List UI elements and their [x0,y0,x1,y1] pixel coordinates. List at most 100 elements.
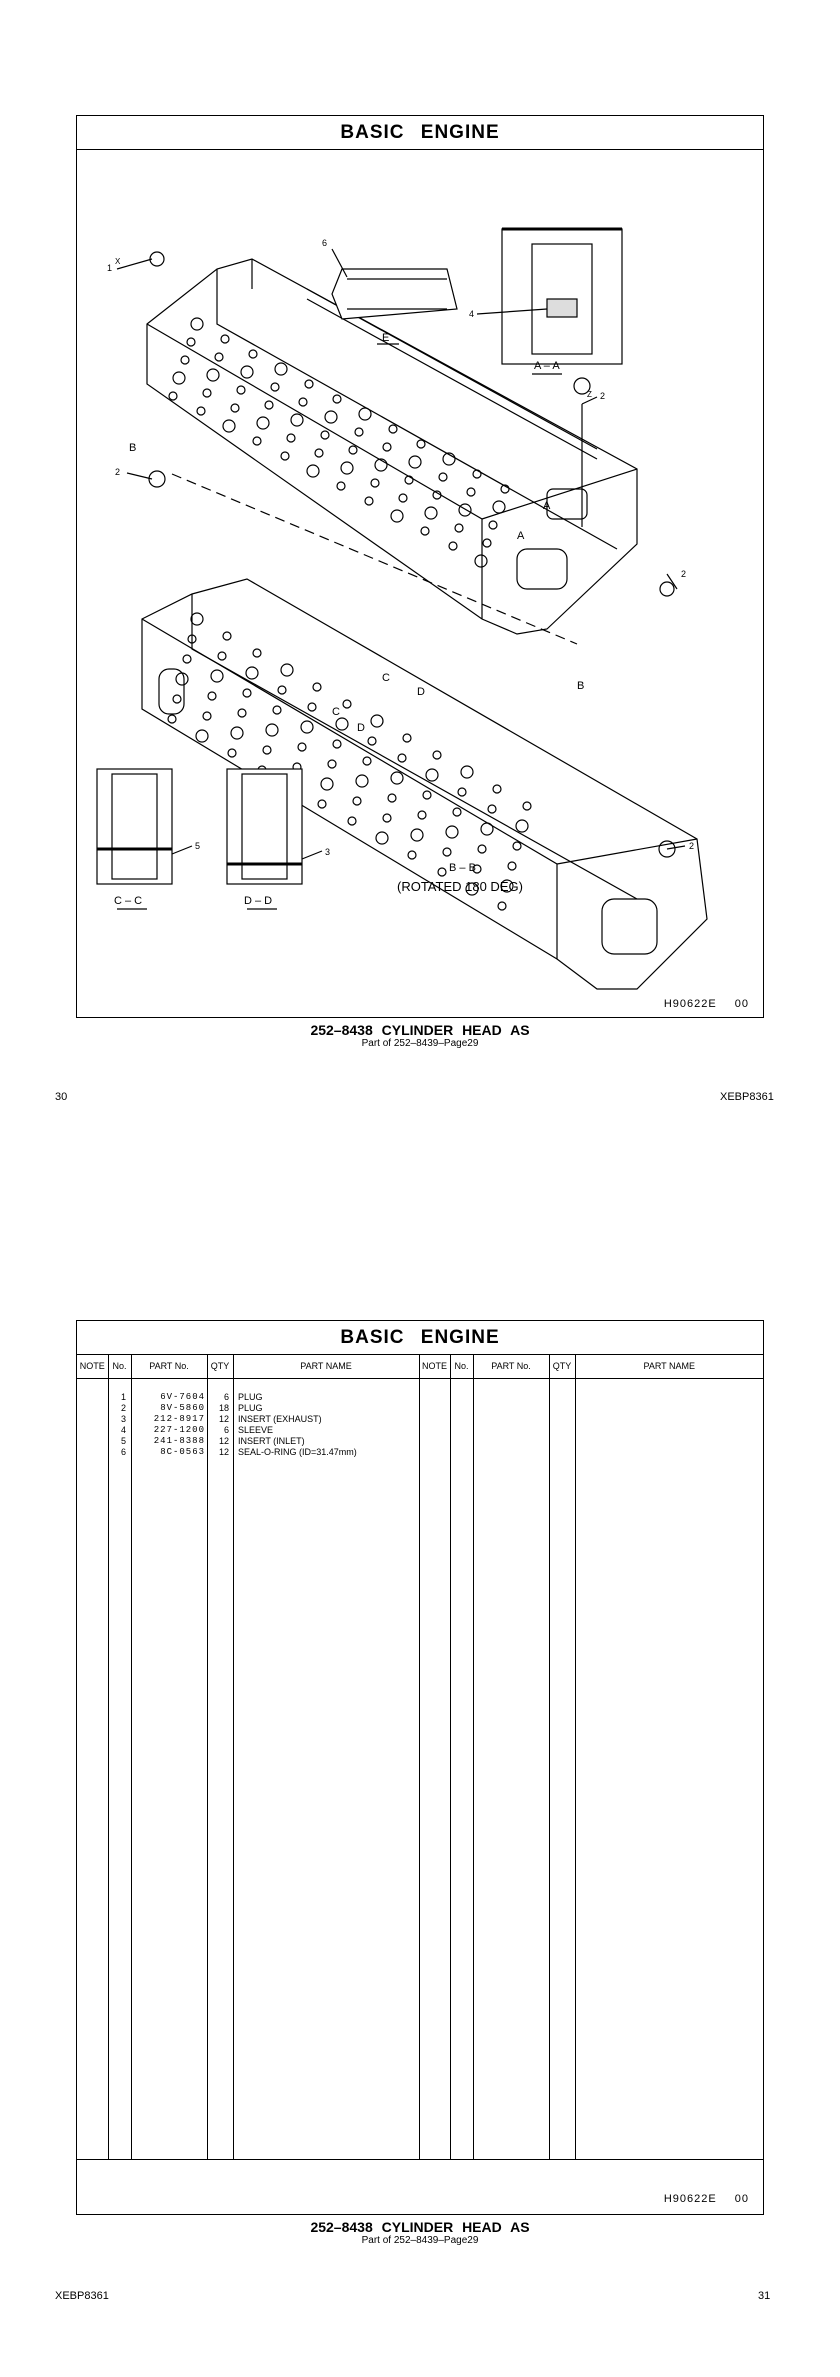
bore-hole [367,736,377,746]
row-part-no: 8V-5860 [160,1403,205,1413]
bore-hole [480,822,494,836]
bore-hole [256,416,270,430]
page-header: BASIC ENGINE [77,116,763,150]
bore-hole [167,714,177,724]
row-part-no: 8C-0563 [160,1447,205,1457]
col-part-name-2: PART NAME [575,1354,763,1379]
label-a1: A [543,500,551,512]
bore-hole [252,436,262,446]
bore-hole [265,723,279,737]
bore-hole [245,666,259,680]
caption-title: 252–8438 CYLINDER HEAD AS [310,2219,530,2235]
bore-hole [297,742,307,752]
bore-hole [410,828,424,842]
bore-hole [474,554,488,568]
bore-hole [280,663,294,677]
table-row: 4 227-1200 6 SLEEVE [77,1425,419,1436]
row-name: INSERT (EXHAUST) [238,1414,322,1424]
bore-hole [460,765,474,779]
bore-hole [317,799,327,809]
parts-table-frame: BASIC ENGINE NOTE No. PART No. QTY PART … [76,1320,764,2215]
table-row: 1 6V-7604 6 PLUG [77,1392,419,1403]
row-qty: 18 [218,1403,229,1413]
label-d1: D [417,686,425,698]
bore-hole [416,439,426,449]
bore-hole [492,500,506,514]
bore-hole [387,793,397,803]
bore-hole [264,400,274,410]
page-header: BASIC ENGINE [77,1321,763,1355]
bore-hole [362,756,372,766]
bore-hole [370,714,384,728]
col-no-2: No. [450,1354,474,1379]
illustration-frame: BASIC ENGINE [76,115,764,1018]
bore-hole [290,413,304,427]
bore-hole [348,445,358,455]
label-2b: 2 [115,467,120,477]
bore-hole [454,523,464,533]
label-4: 4 [469,309,474,319]
bore-hole [477,844,487,854]
label-3: 3 [325,847,330,857]
bore-hole [277,685,287,695]
bore-hole [252,648,262,658]
bore-hole [248,349,258,359]
bore-hole [217,651,227,661]
figure-code: H90622E 00 [663,2193,749,2205]
bore-hole [187,634,197,644]
bore-hole [445,825,459,839]
bore-hole [500,879,514,893]
row-name: INSERT (INLET) [238,1436,305,1446]
bore-hole [262,745,272,755]
col-note: NOTE [77,1354,109,1379]
col-qty-2: QTY [549,1354,576,1379]
upper-cylinder-head [146,258,638,635]
bore-hole [404,475,414,485]
bore-hole [186,337,196,347]
bore-hole [298,397,308,407]
alignment-line [171,473,578,645]
bore-hole [335,717,349,731]
row-part-no: 6V-7604 [160,1392,205,1402]
bore-hole [270,382,280,392]
bore-hole [420,526,430,536]
page-number-left: 30 [55,1091,68,1103]
col-qty: QTY [207,1354,234,1379]
table-row: 3 212-8917 12 INSERT (EXHAUST) [77,1414,419,1425]
bore-hole [320,777,334,791]
bore-hole [306,464,320,478]
bore-hole [382,813,392,823]
bore-hole [314,448,324,458]
bore-hole [442,452,456,466]
bore-hole [196,406,206,416]
bore-hole [390,771,404,785]
bore-hole [332,394,342,404]
caption: 252–8438 CYLINDER HEAD AS Part of 252–84… [0,1022,840,1049]
row-no: 4 [120,1425,126,1435]
row-no: 3 [120,1414,126,1424]
bore-hole [312,682,322,692]
bore-hole [390,509,404,523]
label-2a: 2 [600,391,605,401]
bore-hole [442,847,452,857]
caption-subtitle: Part of 252–8439–Page29 [361,1038,479,1049]
caption-title: 252–8438 CYLINDER HEAD AS [310,1022,530,1038]
bore-hole [458,503,472,517]
bore-hole [466,487,476,497]
bore-hole [370,478,380,488]
col-part-no-2: PART No. [473,1354,550,1379]
bore-hole [342,699,352,709]
bore-hole [190,317,204,331]
bore-hole [327,759,337,769]
bore-hole [230,403,240,413]
bore-hole [172,694,182,704]
row-qty: 12 [218,1414,229,1424]
label-rotated: (ROTATED 180 DEG) [397,879,523,894]
row-qty: 6 [223,1425,229,1435]
row-qty: 6 [223,1392,229,1402]
bore-hole [230,726,244,740]
bore-hole [522,801,532,811]
lower-holes [167,612,532,911]
table-row: 6 8C-0563 12 SEAL-O-RING (ID=31.47mm) [77,1447,419,1458]
bore-hole [497,901,507,911]
